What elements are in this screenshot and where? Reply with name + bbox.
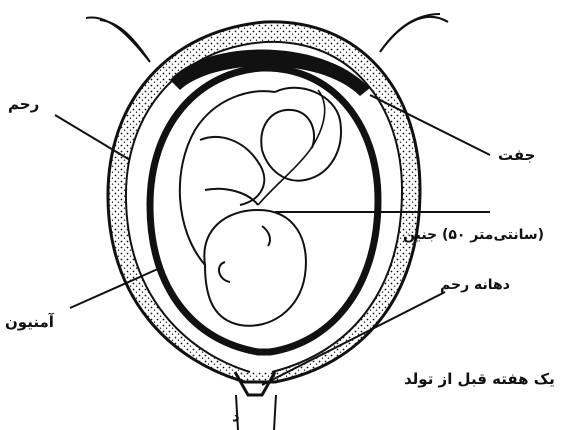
label-fetus: (سانتی‌متر ۵۰) جنین [403, 228, 544, 242]
left-fallopian-tube [86, 17, 150, 62]
label-placenta: جفت [498, 148, 536, 163]
label-cervix: دهانه رحم [440, 278, 510, 292]
vaginal-canal [236, 395, 276, 430]
caption: یک هفته قبل از تولد [404, 372, 555, 387]
right-fallopian-tube [380, 14, 448, 52]
label-amnion: آمنیون [5, 315, 54, 330]
panel-letter: د [232, 409, 240, 424]
label-uterus: رحم [8, 97, 39, 112]
